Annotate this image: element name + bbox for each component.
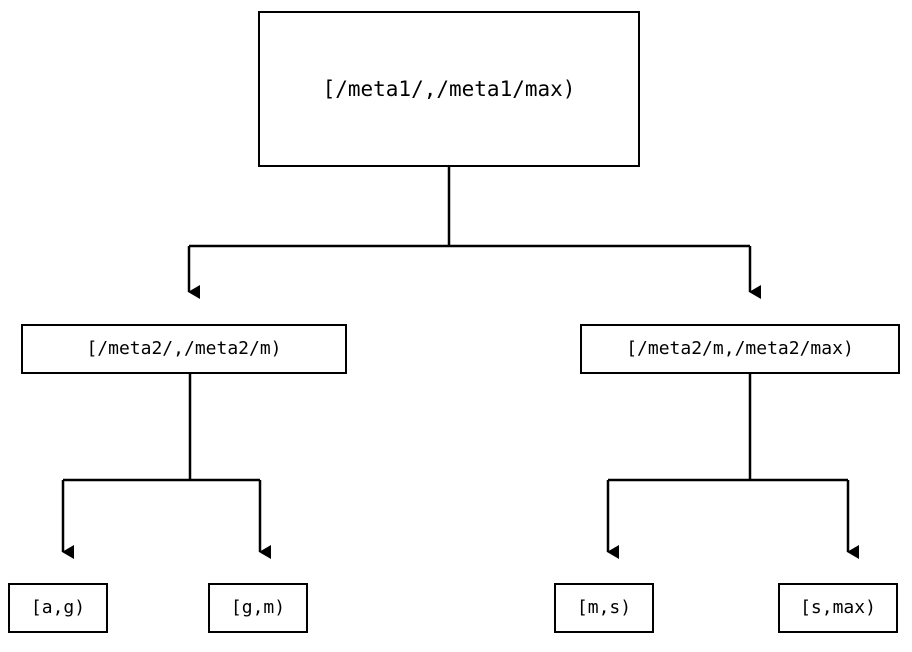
edge-root-to-mid-level: [187, 167, 761, 299]
tree-node-mid-right-label: [/meta2/m,/meta2/max): [626, 338, 854, 359]
tree-node-leaf-ag-label: [a,g): [30, 597, 86, 618]
tree-node-mid-left-label: [/meta2/,/meta2/m): [86, 338, 282, 359]
tree-node-leaf-ms[interactable]: [m,s): [554, 583, 654, 633]
edge-mid-right-to-leaves: [606, 374, 859, 559]
tree-node-leaf-ms-label: [m,s): [576, 597, 632, 618]
edge-mid-left-to-leaves: [61, 374, 271, 559]
tree-node-leaf-gm-label: [g,m): [230, 597, 286, 618]
tree-node-leaf-smax-label: [s,max): [800, 597, 876, 618]
tree-node-leaf-gm[interactable]: [g,m): [208, 583, 308, 633]
tree-node-mid-right[interactable]: [/meta2/m,/meta2/max): [580, 324, 900, 374]
tree-node-root[interactable]: [/meta1/,/meta1/max): [258, 11, 640, 167]
tree-node-leaf-ag[interactable]: [a,g): [8, 583, 108, 633]
tree-node-leaf-smax[interactable]: [s,max): [778, 583, 898, 633]
tree-node-mid-left[interactable]: [/meta2/,/meta2/m): [21, 324, 347, 374]
tree-node-root-label: [/meta1/,/meta1/max): [322, 76, 576, 101]
